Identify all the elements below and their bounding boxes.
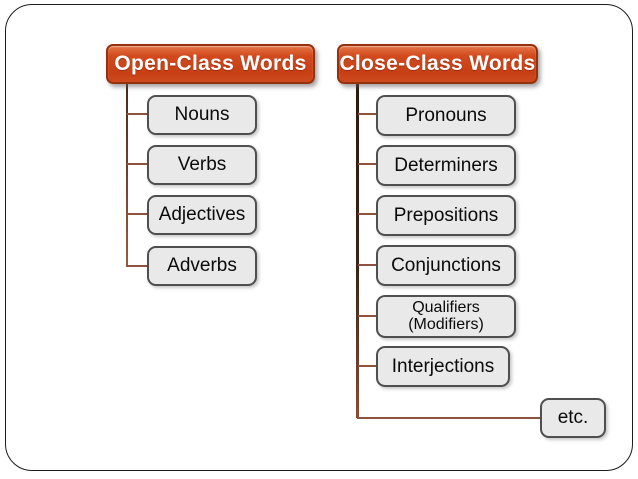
node-interjections-label: Interjections <box>391 355 495 377</box>
node-prepositions-label: Prepositions <box>393 204 499 226</box>
node-pronouns-label: Pronouns <box>405 104 487 126</box>
node-adverbs: Adverbs <box>147 246 257 286</box>
close-class-stem-line <box>356 84 359 418</box>
connector-conjunctions <box>358 264 377 266</box>
connector-qualifiers <box>358 315 377 317</box>
open-class-stem-line <box>126 84 128 266</box>
node-qualifiers-sublabel: (Modifiers) <box>408 315 484 333</box>
connector-adjectives <box>127 213 148 215</box>
close-class-header: Close-Class Words <box>337 44 538 84</box>
connector-nouns <box>127 113 148 115</box>
open-class-title: Open-Class Words <box>114 52 307 75</box>
node-determiners: Determiners <box>376 145 516 186</box>
slide-border-frame <box>5 4 633 471</box>
node-verbs: Verbs <box>147 145 257 185</box>
node-verbs-label: Verbs <box>177 154 227 176</box>
connector-adverbs <box>126 265 148 267</box>
connector-interjections <box>358 365 377 367</box>
node-interjections: Interjections <box>376 346 510 387</box>
connector-prepositions <box>358 213 377 215</box>
node-determiners-label: Determiners <box>394 154 498 176</box>
node-pronouns: Pronouns <box>376 95 516 136</box>
node-qualifiers-label: Qualifiers <box>412 298 480 316</box>
node-etc-label: etc. <box>557 407 589 429</box>
connector-etc <box>357 417 541 419</box>
node-nouns-label: Nouns <box>174 104 230 126</box>
node-prepositions: Prepositions <box>376 195 516 236</box>
node-conjunctions-label: Conjunctions <box>391 254 501 276</box>
open-class-header: Open-Class Words <box>106 44 315 84</box>
connector-determiners <box>358 163 377 165</box>
connector-verbs <box>127 163 148 165</box>
close-class-title: Close-Class Words <box>339 52 536 75</box>
node-adjectives: Adjectives <box>147 195 257 235</box>
node-nouns: Nouns <box>147 95 257 135</box>
node-adverbs-label: Adverbs <box>167 255 237 277</box>
node-conjunctions: Conjunctions <box>376 245 516 286</box>
node-adjectives-label: Adjectives <box>158 204 246 226</box>
connector-pronouns <box>358 113 377 115</box>
node-qualifiers: Qualifiers (Modifiers) <box>376 295 516 338</box>
node-etc: etc. <box>540 398 606 438</box>
